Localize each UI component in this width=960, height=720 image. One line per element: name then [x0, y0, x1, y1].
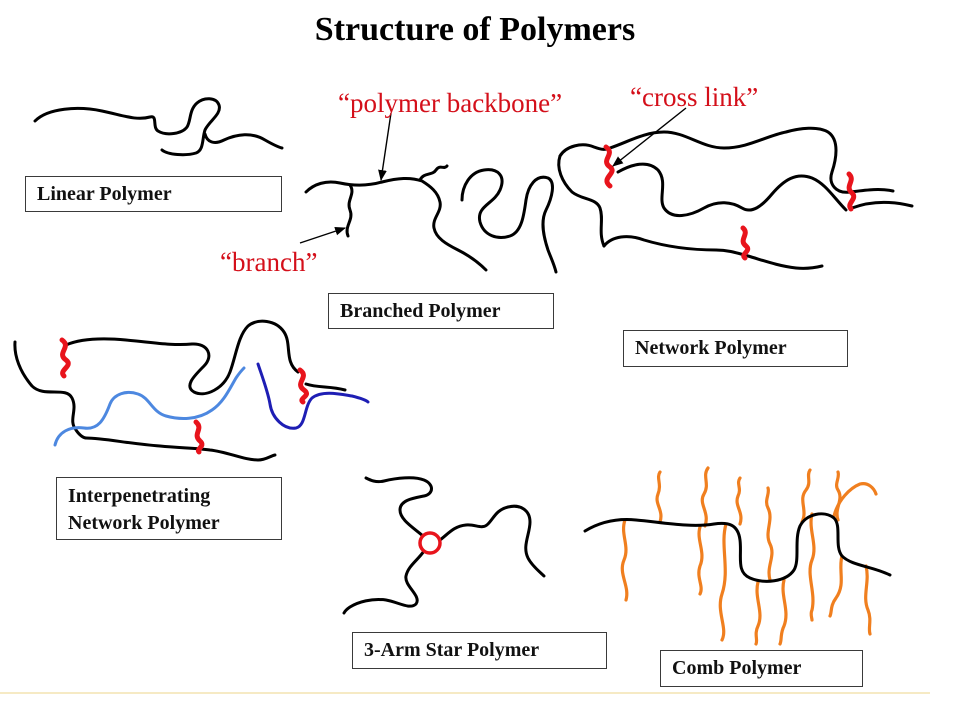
ipn-light-blue-chain [53, 366, 246, 447]
network-chain [616, 162, 848, 217]
linear-polymer-label: Linear Polymer [25, 176, 282, 212]
annotation-arrows [299, 107, 687, 244]
ipn-black-chain [304, 382, 347, 392]
network-chain [557, 154, 606, 248]
comb-tooth [800, 468, 812, 524]
network-polymer-label: Network Polymer [623, 330, 848, 367]
comb-tooth [754, 580, 762, 646]
comb-tooth [834, 470, 842, 522]
star-arm [438, 504, 546, 578]
branched-side-chain [345, 183, 354, 238]
interpenetrating-network-label: Interpenetrating Network Polymer [56, 477, 282, 540]
branch-annotation-arrow [299, 226, 347, 244]
ipn-dark-blue-chain [256, 362, 370, 430]
star-core [418, 531, 442, 555]
interpenetrating-network-diagram [13, 319, 370, 462]
cross-link-annotation-arrow [612, 107, 687, 167]
cross-link [193, 419, 205, 455]
network-polymer-label-text: Network Polymer [635, 337, 787, 359]
star-arm [342, 549, 426, 615]
comb-polymer-diagram [583, 466, 892, 646]
branched-side-chain [460, 168, 558, 274]
polymer-backbone-annotation: “polymer backbone” [338, 88, 563, 118]
comb-tooth [718, 522, 728, 642]
linear-chain [33, 97, 284, 157]
branched-polymer-diagram [304, 164, 558, 274]
ipn-black-chain [64, 319, 300, 396]
comb-tooth [808, 512, 816, 622]
cross-link [59, 337, 71, 379]
branched-side-chain [418, 164, 449, 182]
network-chain [850, 200, 914, 210]
network-chain [558, 126, 895, 194]
comb-backbone [583, 512, 892, 583]
branched-backbone [304, 177, 488, 272]
cross-link [603, 144, 615, 189]
network-chain [602, 235, 824, 270]
cross-link [297, 367, 310, 405]
comb-tooth [620, 518, 629, 602]
comb-tooth [828, 554, 844, 618]
cross-link [740, 225, 751, 261]
backbone-annotation-arrow [378, 112, 392, 182]
comb-tooth [700, 466, 710, 528]
comb-tooth [778, 578, 788, 646]
linear-polymer-diagram [33, 97, 284, 157]
branched-polymer-label-text: Branched Polymer [340, 299, 501, 322]
star-arm [364, 476, 433, 538]
comb-polymer-label: Comb Polymer [660, 650, 863, 687]
comb-tooth [864, 564, 872, 636]
cross-link-annotation: “cross link” [630, 82, 759, 112]
interpenetrating-label-line-2: Network Polymer [68, 512, 220, 534]
branch-annotation: “branch” [220, 247, 318, 277]
network-polymer-diagram [557, 126, 914, 270]
star-polymer-label: 3-Arm Star Polymer [352, 632, 607, 669]
ipn-black-chain [13, 340, 88, 440]
linear-polymer-label-text: Linear Polymer [37, 182, 172, 205]
star-polymer-label-text: 3-Arm Star Polymer [364, 639, 540, 661]
star-polymer-diagram [342, 476, 546, 615]
comb-tooth [735, 476, 743, 526]
ipn-black-chain [84, 436, 277, 462]
page-title: Structure of Polymers [314, 11, 636, 48]
interpenetrating-label-line-1: Interpenetrating [68, 485, 211, 507]
comb-tooth [697, 525, 704, 596]
comb-tooth [655, 470, 663, 524]
comb-polymer-label-text: Comb Polymer [672, 657, 802, 679]
branched-polymer-label: Branched Polymer [328, 293, 554, 329]
cross-link [846, 171, 857, 212]
comb-tooth [764, 486, 774, 582]
